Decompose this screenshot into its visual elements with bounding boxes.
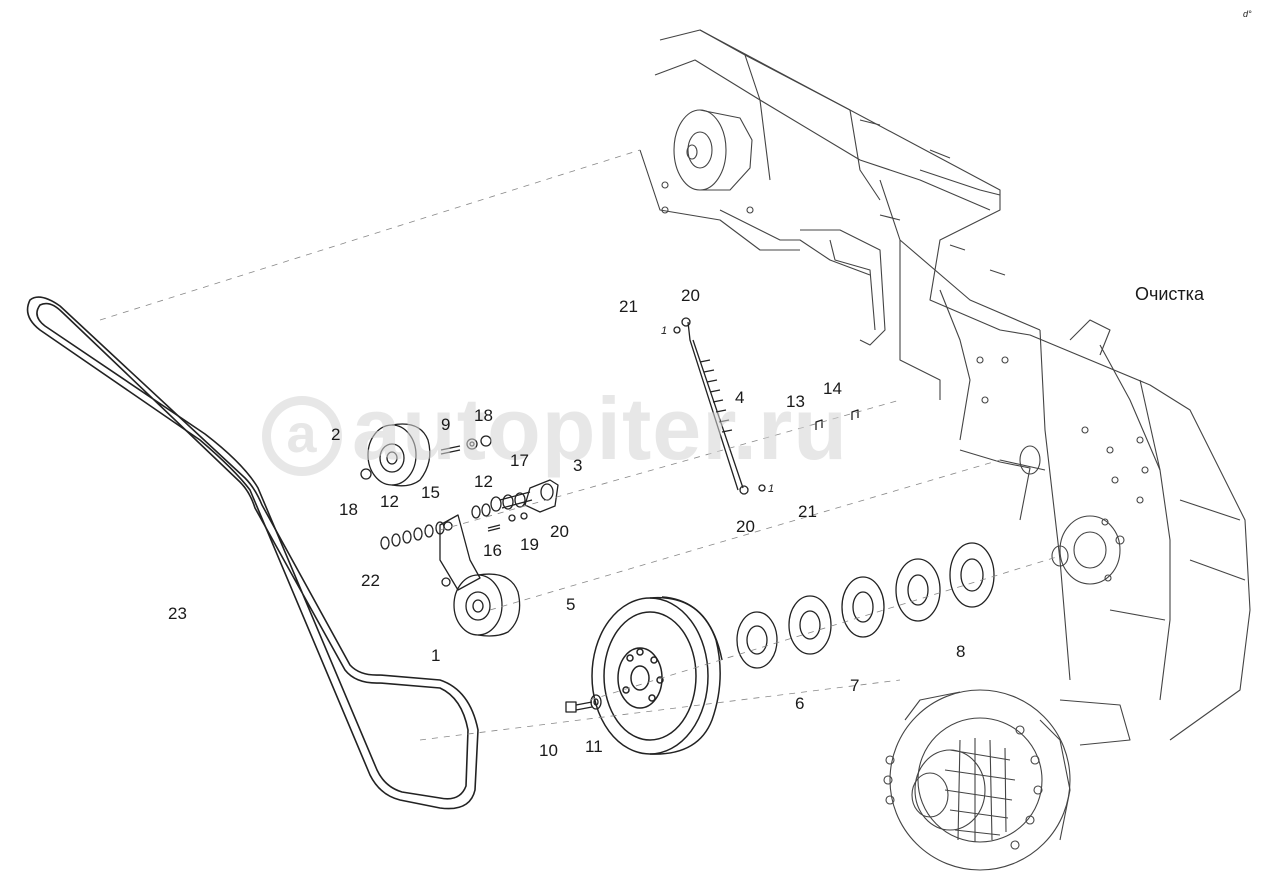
callout-18-left: 18 (339, 500, 358, 519)
callout-1: 1 (431, 646, 441, 665)
callout-19: 19 (520, 535, 539, 554)
callout-20-top: 20 (681, 286, 700, 305)
watermark-text: autopiter.ru (352, 379, 849, 478)
callout-4: 4 (735, 388, 745, 407)
idler-pulley-upper (360, 423, 492, 487)
callout-8: 8 (956, 642, 966, 661)
washer-stack-22 (380, 521, 445, 550)
machine-frame (639, 29, 1251, 871)
callout-20-mid: 20 (550, 522, 569, 541)
callout-20-bottom: 20 (736, 517, 755, 536)
callout-9: 9 (441, 415, 451, 434)
callout-21-top: 21 (619, 297, 638, 316)
tensioner-pulley-1 (439, 514, 521, 637)
callout-12-left: 12 (380, 492, 399, 511)
small-mark-right: 1 (768, 483, 775, 495)
corner-mark: d° (1243, 9, 1252, 19)
section-title: Очистка (1135, 284, 1204, 304)
watermark-logo-icon: a (262, 395, 342, 476)
v-belt-23 (26, 296, 479, 810)
callout-5: 5 (566, 595, 576, 614)
clip-14 (851, 409, 859, 420)
callout-14: 14 (823, 379, 842, 398)
callout-18-top: 18 (474, 406, 493, 425)
main-pulley-5 (591, 596, 723, 755)
callout-12-right: 12 (474, 472, 493, 491)
washer-stack-12 (471, 503, 491, 519)
callout-15: 15 (421, 483, 440, 502)
bolt-10 (565, 701, 593, 713)
small-mark-top: 1 (661, 325, 668, 337)
clip-13 (815, 419, 823, 430)
callout-22: 22 (361, 571, 380, 590)
callout-7: 7 (850, 676, 860, 695)
callout-21-bottom: 21 (798, 502, 817, 521)
tension-spring-4 (673, 317, 766, 495)
callout-17: 17 (510, 451, 529, 470)
washer-11 (590, 694, 602, 710)
callout-3: 3 (573, 456, 583, 475)
callout-10: 10 (539, 741, 558, 760)
pin-16 (487, 524, 501, 532)
callout-23: 23 (168, 604, 187, 623)
callout-11: 11 (585, 737, 603, 756)
callout-2: 2 (331, 425, 341, 444)
axis-lines (99, 149, 1061, 741)
callout-16: 16 (483, 541, 502, 560)
shim-plates (736, 542, 995, 669)
tensioner-bracket-3 (490, 479, 559, 522)
callout-13: 13 (786, 392, 805, 411)
callout-6: 6 (795, 694, 805, 713)
